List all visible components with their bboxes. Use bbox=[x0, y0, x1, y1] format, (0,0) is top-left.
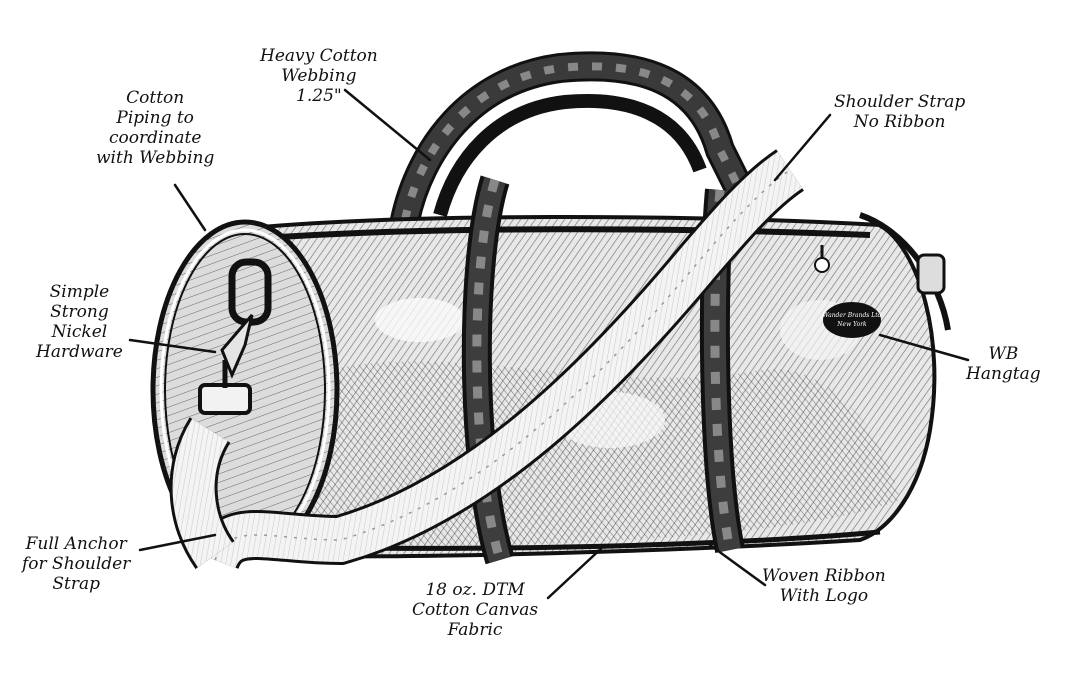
callout-heavy-cotton-webbing: Heavy Cotton Webbing 1.25" bbox=[260, 46, 378, 106]
callout-line: for Shoulder bbox=[22, 554, 131, 574]
callout-line: 18 oz. DTM bbox=[425, 580, 525, 600]
leader-ribbon bbox=[708, 543, 767, 587]
leader-lines bbox=[128, 88, 970, 600]
callout-line: Shoulder Strap bbox=[834, 92, 966, 112]
callout-line: Simple bbox=[49, 282, 110, 302]
callout-woven-ribbon: Woven Ribbon With Logo bbox=[762, 566, 886, 606]
nickel-hardware bbox=[198, 258, 272, 415]
callout-line: Webbing bbox=[281, 66, 357, 86]
callout-line: Strap bbox=[52, 574, 100, 594]
callout-line: Cotton bbox=[126, 88, 185, 108]
callout-full-anchor: Full Anchor for Shoulder Strap bbox=[22, 534, 130, 594]
callout-line: Hardware bbox=[36, 342, 123, 362]
callout-line: Strong bbox=[50, 302, 109, 322]
callout-line: Cotton Canvas bbox=[412, 600, 539, 620]
callout-line: WB bbox=[988, 344, 1019, 364]
callout-shoulder-strap: Shoulder Strap No Ribbon bbox=[834, 92, 965, 132]
leader-hangtag bbox=[878, 333, 970, 362]
callout-nickel-hardware: Simple Strong Nickel Hardware bbox=[36, 282, 123, 362]
leader-shoulder-strap bbox=[773, 113, 832, 182]
callout-wb-hangtag: WB Hangtag bbox=[966, 344, 1041, 384]
shoulder-strap bbox=[169, 149, 805, 571]
carry-handle bbox=[390, 51, 760, 235]
callout-line: With Logo bbox=[779, 586, 869, 606]
callout-line: No Ribbon bbox=[853, 112, 946, 132]
callout-line: with Webbing bbox=[96, 148, 215, 168]
leader-hardware bbox=[128, 338, 217, 354]
bag-right-end bbox=[814, 212, 951, 331]
callout-line: Nickel bbox=[51, 322, 108, 342]
callout-line: coordinate bbox=[108, 128, 202, 148]
callout-line: 1.25" bbox=[296, 86, 342, 106]
callout-line: Heavy Cotton bbox=[260, 46, 378, 66]
hangtag-location: New York bbox=[836, 321, 867, 328]
hangtag-brand: Wander Brands Ltd bbox=[822, 312, 881, 319]
hangtag: Wander Brands Ltd New York bbox=[822, 302, 882, 338]
leader-piping bbox=[173, 183, 207, 232]
callout-line: Fabric bbox=[447, 620, 503, 640]
leader-canvas bbox=[546, 543, 607, 600]
callout-line: Hangtag bbox=[966, 364, 1041, 384]
callout-line: Piping to bbox=[116, 108, 194, 128]
callout-cotton-piping: Cotton Piping to coordinate with Webbing bbox=[96, 88, 214, 168]
callout-line: Full Anchor bbox=[25, 534, 127, 554]
leader-webbing bbox=[343, 88, 432, 162]
leader-anchor bbox=[138, 533, 217, 552]
callout-line: Woven Ribbon bbox=[762, 566, 886, 586]
callout-canvas-fabric: 18 oz. DTM Cotton Canvas Fabric bbox=[412, 580, 538, 640]
